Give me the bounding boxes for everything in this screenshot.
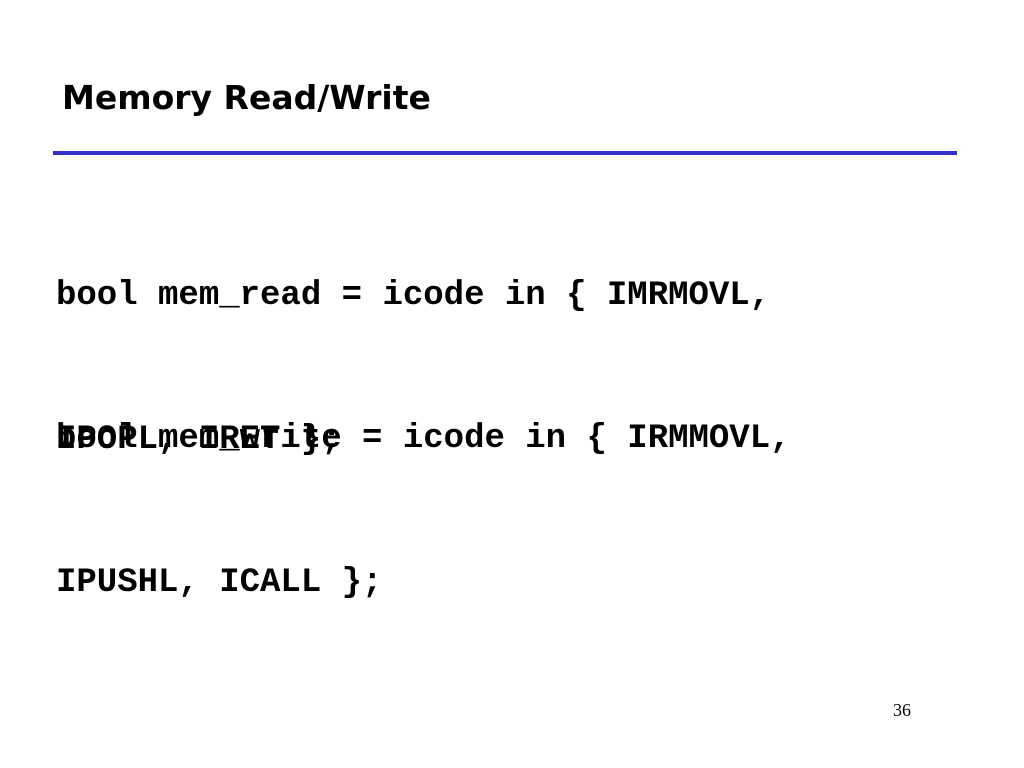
code-line: bool mem_write = icode in { IRMMOVL, — [56, 420, 791, 458]
code-line: IPOPL, IRET }; — [56, 421, 342, 459]
code-line: IPUSHL, ICALL }; — [56, 564, 383, 602]
title-underline — [53, 151, 957, 155]
code-line: bool mem_read = icode in { IMRMOVL, — [56, 277, 771, 315]
code-block-mem-write: bool mem_write = icode in { IRMMOVL, IPU… — [56, 319, 956, 703]
page-number: 36 — [893, 700, 911, 720]
slide-title: Memory Read/Write — [62, 78, 431, 117]
code-block-mem-read: bool mem_read = icode in { IMRMOVL, IPOP… — [56, 176, 956, 560]
